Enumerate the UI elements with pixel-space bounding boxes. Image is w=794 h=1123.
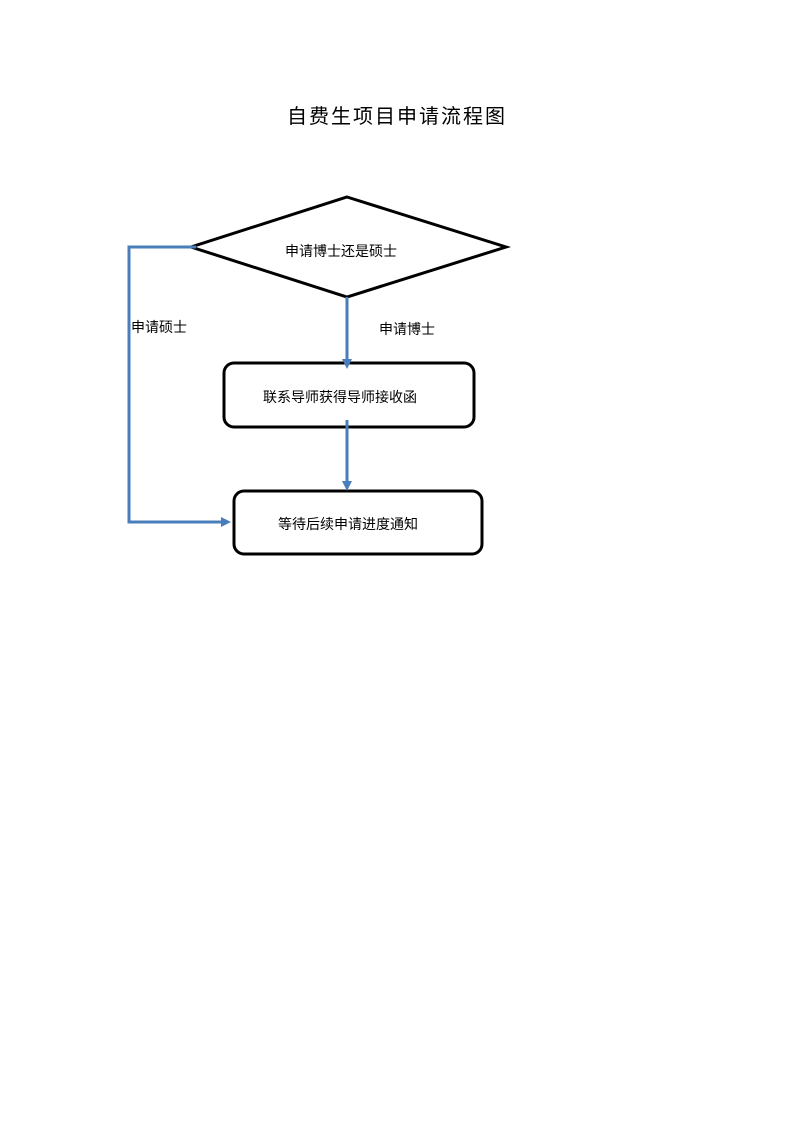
wait-label: 等待后续申请进度通知 (278, 517, 418, 533)
master-arrow (127, 245, 231, 527)
wait-box (232, 489, 484, 556)
decision-label: 申请博士还是硕士 (285, 244, 397, 260)
phd-edge-label: 申请博士 (379, 322, 435, 338)
contact-label: 联系导师获得导师接收函 (263, 390, 417, 406)
master-edge-label: 申请硕士 (131, 320, 187, 336)
page-title: 自费生项目申请流程图 (287, 104, 507, 128)
